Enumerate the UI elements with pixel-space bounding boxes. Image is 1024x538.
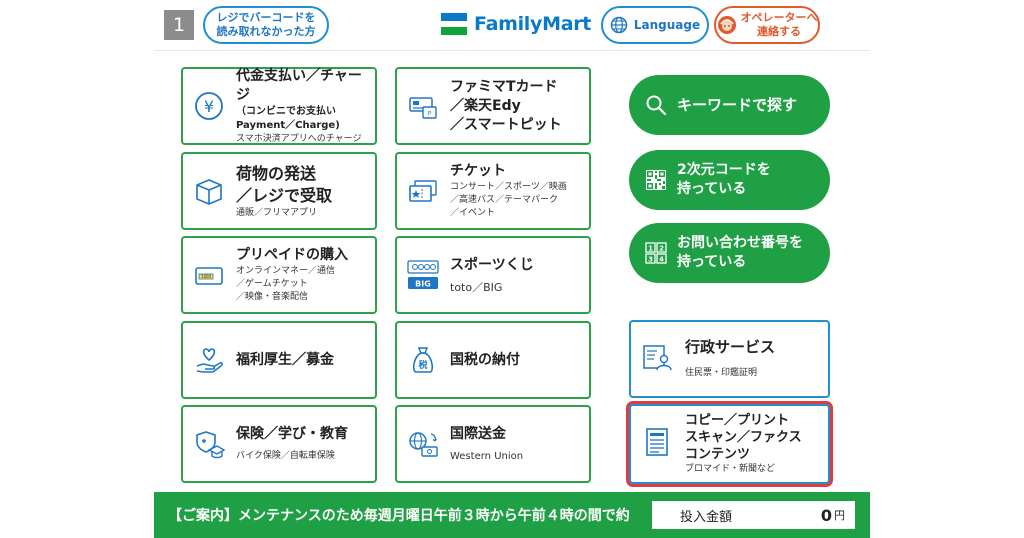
operator-label: オペレーターへ 連絡する	[740, 11, 818, 38]
page-number: 1	[164, 10, 194, 40]
famima-card-line2: ／楽天Edy	[450, 97, 521, 114]
tile-remittance[interactable]: 国際送金 Western Union	[395, 405, 591, 483]
svg-text:4: 4	[659, 256, 664, 264]
admin-services-sub: 住民票・印鑑証明	[685, 368, 758, 378]
insurance-sub: バイク保険／自転車保険	[236, 451, 335, 461]
qr-code-icon	[646, 170, 666, 190]
ticket-sub2: ／高速バス／テーマパーク	[450, 195, 559, 205]
tile-sports-lottery[interactable]: BIG スポーツくじ toto／BIG	[395, 236, 591, 314]
familymart-logo: FamilyMart	[441, 13, 591, 35]
sports-lottery-title: スポーツくじ	[450, 257, 534, 273]
inquiry-number-button[interactable]: 1 2 3 4 お問い合わせ番号を 持っている	[629, 223, 830, 283]
insurance-title: 保険／学び・教育	[236, 426, 348, 442]
svg-text:¥: ¥	[204, 97, 214, 116]
svg-text:2: 2	[659, 245, 664, 253]
tile-ticket[interactable]: チケット コンサート／スポーツ／映画 ／高速バス／テーマパーク ／イベント	[395, 152, 591, 230]
logo-text: FamilyMart	[474, 13, 592, 35]
prepaid-card-icon: 1000	[192, 258, 226, 292]
qr-code-button[interactable]: 2次元コードを 持っている	[629, 150, 830, 210]
inquiry-number-label-2: 持っている	[677, 254, 747, 270]
maintenance-notice: 【ご案内】メンテナンスのため毎週月曜日午前３時から午前４時の間で約	[168, 508, 630, 524]
prepaid-sub2: ／ゲームチケット	[236, 279, 308, 289]
qr-code-label-1: 2次元コードを	[677, 162, 771, 178]
kiosk-screen: 1 レジでバーコードを 読み取れなかった方 FamilyMart Languag…	[154, 0, 870, 538]
inserted-amount-box: 投入金額 0 円	[652, 501, 855, 529]
famima-card-line1: ファミマTカード	[450, 78, 558, 95]
parcel-line1: 荷物の発送	[236, 163, 317, 183]
operator-button[interactable]: オペレーターへ 連絡する	[714, 6, 820, 44]
search-icon	[646, 95, 667, 116]
svg-text:1: 1	[648, 245, 653, 253]
barcode-help-button[interactable]: レジでバーコードを 読み取れなかった方	[203, 6, 329, 44]
tile-prepaid[interactable]: 1000 プリペイドの購入 オンラインマネー／通信 ／ゲームチケット ／映像・音…	[181, 236, 377, 314]
box-icon	[192, 174, 226, 208]
copy-print-line1: コピー／プリント	[685, 413, 790, 428]
prepaid-title: プリペイドの購入	[236, 247, 348, 263]
prepaid-sub3: ／映像・音楽配信	[236, 292, 309, 302]
shield-graduation-icon	[192, 427, 226, 461]
yen-icon: ¥	[192, 89, 226, 123]
parcel-sub: 通販／フリマアプリ	[236, 207, 318, 218]
payment-note1: （コンビニでお支払い	[236, 105, 336, 117]
card-terminal-icon: P	[406, 89, 440, 123]
globe-icon	[610, 16, 628, 34]
language-button[interactable]: Language	[601, 6, 709, 44]
ticket-sub3: ／イベント	[450, 208, 496, 218]
admin-services-title: 行政サービス	[685, 338, 776, 356]
svg-text:1000: 1000	[201, 274, 212, 279]
print-document-icon	[641, 426, 675, 462]
tile-famima-card[interactable]: P ファミマTカード ／楽天Edy ／スマートピット	[395, 67, 591, 145]
payment-title: 代金支払い／チャージ	[236, 67, 362, 103]
inserted-amount-value: 0	[820, 505, 832, 525]
svg-text:P: P	[428, 111, 432, 118]
footer-bar: 【ご案内】メンテナンスのため毎週月曜日午前３時から午前４時の間で約 投入金額 0…	[154, 492, 870, 538]
copy-print-sub: ブロマイド・新聞など	[685, 464, 776, 474]
operator-icon	[717, 16, 736, 34]
svg-text:3: 3	[648, 256, 653, 264]
header-divider	[154, 50, 870, 51]
tax-bag-icon: 税	[406, 343, 440, 377]
payment-note2: Payment／Charge)	[236, 119, 340, 131]
tile-copy-print[interactable]: コピー／プリント スキャン／ファクス コンテンツ ブロマイド・新聞など	[629, 404, 830, 484]
ticket-icon	[406, 174, 440, 208]
inserted-amount-unit: 円	[834, 509, 845, 522]
tile-admin-services[interactable]: 行政サービス 住民票・印鑑証明	[629, 320, 830, 398]
copy-print-line3: コンテンツ	[685, 447, 751, 462]
tile-parcel[interactable]: 荷物の発送 ／レジで受取 通販／フリマアプリ	[181, 152, 377, 230]
globe-money-icon	[406, 427, 440, 461]
tile-national-tax[interactable]: 税 国税の納付	[395, 321, 591, 399]
keyword-search-button[interactable]: キーワードで探す	[629, 75, 830, 135]
sports-lottery-sub: toto／BIG	[450, 281, 503, 294]
inserted-amount-label: 投入金額	[680, 509, 733, 525]
tile-insurance[interactable]: 保険／学び・教育 バイク保険／自転車保険	[181, 405, 377, 483]
famima-card-line3: ／スマートピット	[450, 116, 562, 133]
svg-text:BIG: BIG	[415, 280, 431, 289]
prepaid-sub1: オンラインマネー／通信	[236, 266, 336, 276]
logo-mark-icon	[441, 13, 467, 35]
svg-text:税: 税	[418, 359, 427, 371]
payment-sub: スマホ決済アプリへのチャージ	[236, 133, 362, 144]
keyword-search-label: キーワードで探す	[677, 95, 798, 114]
parcel-line2: ／レジで受取	[236, 185, 333, 205]
qr-code-label-2: 持っている	[677, 181, 747, 197]
remittance-title: 国際送金	[450, 426, 506, 442]
ticket-sub1: コンサート／スポーツ／映画	[450, 182, 567, 192]
ticket-title: チケット	[450, 163, 506, 179]
national-tax-title: 国税の納付	[450, 351, 520, 368]
barcode-help-label: レジでバーコードを 読み取れなかった方	[216, 11, 316, 38]
toto-big-icon: BIG	[406, 258, 440, 292]
tile-welfare[interactable]: 福利厚生／募金	[181, 321, 377, 399]
number-keypad-icon: 1 2 3 4	[645, 242, 667, 264]
welfare-title: 福利厚生／募金	[236, 351, 334, 368]
copy-print-line2: スキャン／ファクス	[685, 430, 802, 445]
remittance-sub: Western Union	[450, 451, 524, 462]
document-person-icon	[641, 341, 675, 377]
language-label: Language	[633, 18, 701, 32]
heart-hand-icon	[192, 343, 226, 377]
inquiry-number-label-1: お問い合わせ番号を	[677, 235, 803, 251]
tile-payment-charge[interactable]: ¥ 代金支払い／チャージ （コンビニでお支払い Payment／Charge) …	[181, 67, 377, 145]
